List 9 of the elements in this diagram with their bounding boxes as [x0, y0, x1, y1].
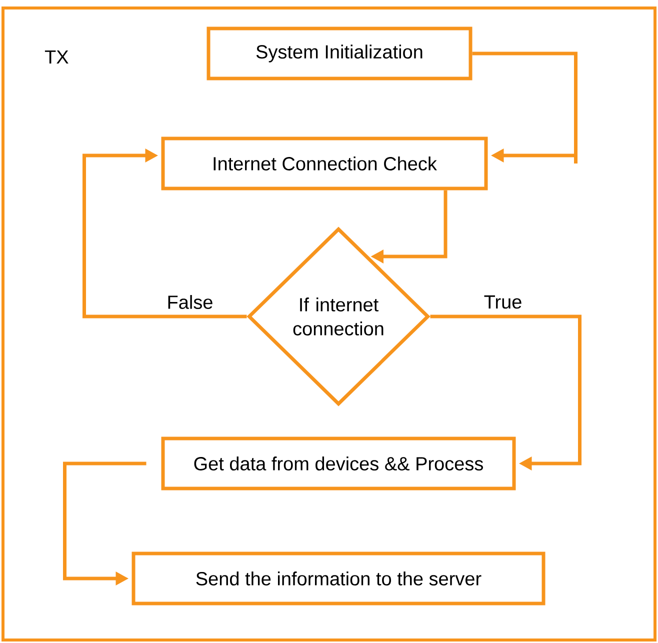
- edge-label: False: [168, 295, 212, 309]
- arrow: [472, 52, 578, 166]
- process-box: System Initialization: [206, 26, 472, 80]
- process-box: Internet Connection Check: [161, 136, 488, 190]
- edge-label: True: [484, 295, 522, 309]
- process-box: Get data from devices && Process: [161, 436, 516, 490]
- arrow: [82, 148, 247, 318]
- process-box: Send the information to the server: [132, 552, 546, 606]
- arrow: [430, 314, 582, 471]
